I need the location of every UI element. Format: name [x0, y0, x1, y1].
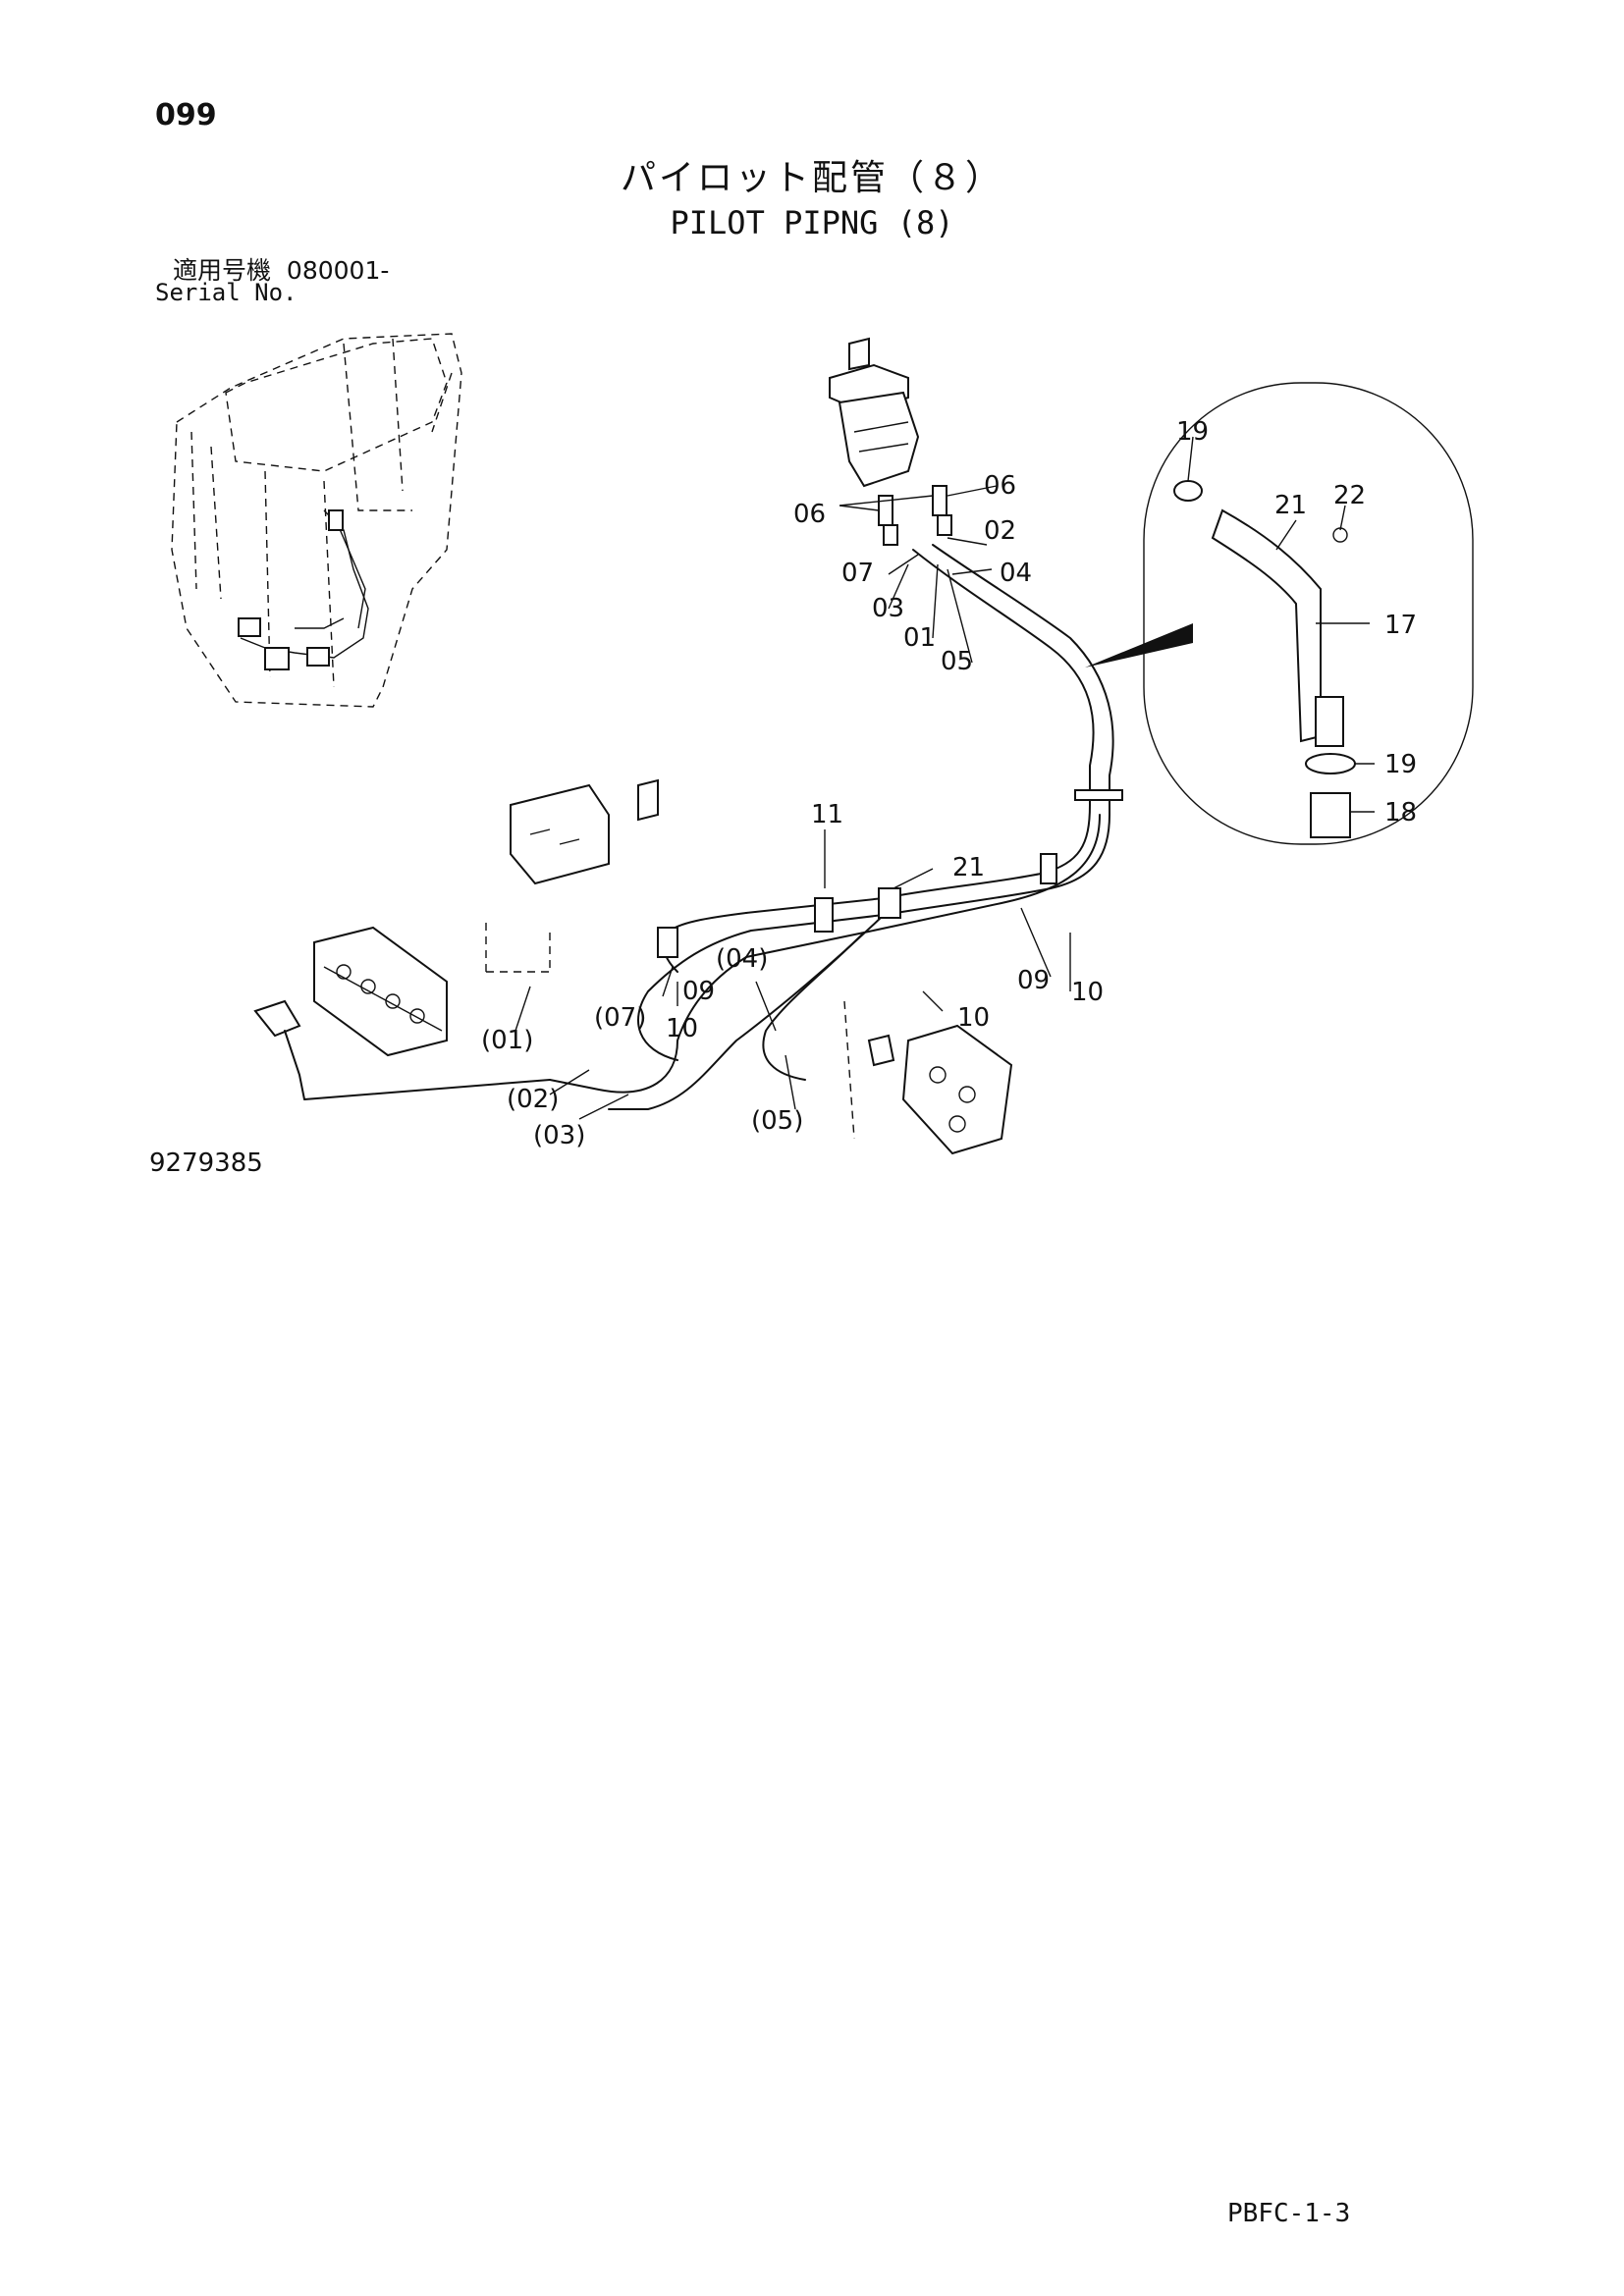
callout-06-right: 06 — [984, 471, 1016, 501]
pilot-valve-illustration — [829, 337, 920, 488]
left-block-valve-illustration — [510, 778, 659, 885]
callout-paren-07: (07) — [594, 1003, 646, 1033]
callout-21: 21 — [952, 853, 985, 882]
callout-10-right: 10 — [1071, 978, 1104, 1007]
hose-bundle — [549, 544, 1114, 1110]
callout-05: 05 — [941, 647, 973, 676]
page-title-en: PILOT PIPNG (8) — [670, 204, 954, 241]
callout-22: 22 — [1333, 481, 1366, 510]
cab-overview-illustration — [171, 333, 462, 708]
callout-19-bottom: 19 — [1384, 750, 1417, 779]
callout-09-left: 09 — [682, 977, 715, 1006]
callout-04: 04 — [1000, 559, 1032, 588]
callout-03: 03 — [872, 594, 904, 623]
right-valve-illustration — [843, 1000, 1013, 1155]
serial-label-jp: 適用号機 080001- — [173, 251, 389, 287]
clamps — [657, 789, 1123, 958]
callout-18: 18 — [1384, 798, 1417, 828]
callout-10-mid: 10 — [957, 1003, 990, 1033]
callout-paren-05: (05) — [751, 1106, 803, 1136]
callout-21-inset: 21 — [1274, 491, 1307, 520]
callout-06-left: 06 — [793, 500, 826, 529]
callout-17: 17 — [1384, 611, 1417, 640]
serial-value: 080001- — [286, 256, 390, 285]
callout-paren-04: (04) — [716, 944, 768, 974]
figure-number: 9279385 — [149, 1148, 263, 1178]
footer-code: PBFC-1-3 — [1227, 2199, 1351, 2228]
callout-01: 01 — [903, 623, 936, 653]
callout-paren-03: (03) — [533, 1121, 585, 1150]
detail-inset — [1085, 382, 1474, 845]
callout-02: 02 — [984, 516, 1016, 546]
left-valve-block-illustration — [253, 923, 551, 1100]
page-number: 099 — [155, 98, 217, 133]
callout-09-right: 09 — [1017, 966, 1050, 995]
page-title-jp: パイロット配管（８） — [620, 158, 1003, 198]
callout-11: 11 — [811, 800, 843, 829]
connector-06-pair — [878, 485, 952, 546]
callout-10-left: 10 — [666, 1014, 698, 1043]
callout-19-top: 19 — [1176, 417, 1209, 447]
serial-label-jp-text: 適用号機 — [173, 256, 272, 285]
callout-paren-02: (02) — [507, 1085, 559, 1114]
leader-lines — [514, 436, 1375, 1120]
callout-paren-01: (01) — [481, 1026, 533, 1055]
serial-label-en: Serial No. — [155, 279, 298, 306]
callout-07: 07 — [841, 559, 874, 588]
